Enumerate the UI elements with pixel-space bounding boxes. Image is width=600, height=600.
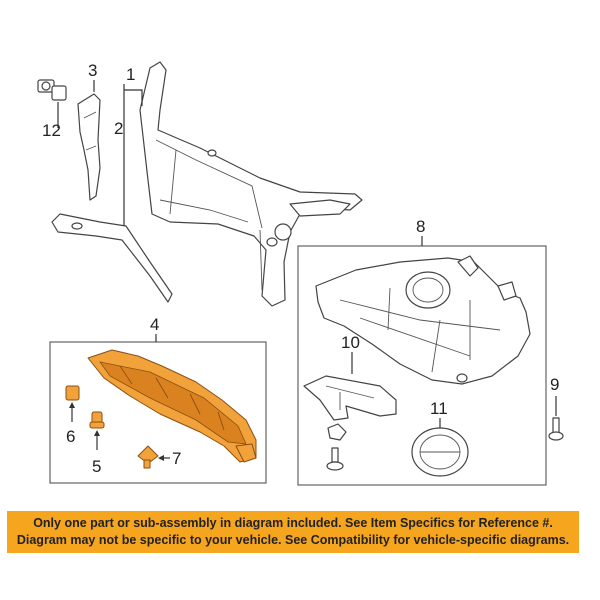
callout-9: 9 (550, 375, 559, 394)
splash-shield-highlighted (87, 349, 257, 463)
disclaimer-banner: Only one part or sub-assembly in diagram… (7, 511, 579, 553)
clip-6 (65, 385, 80, 401)
callout-11: 11 (430, 399, 448, 418)
under-cover (315, 255, 531, 385)
callout-6: 6 (66, 427, 75, 446)
bolt-5 (89, 411, 105, 429)
support-bracket (51, 213, 173, 303)
callout-4: 4 (150, 315, 159, 334)
side-bracket (77, 93, 101, 201)
callout-7: 7 (172, 449, 181, 468)
callout-5: 5 (92, 457, 101, 476)
callout-8: 8 (416, 217, 425, 236)
bolt-9 (548, 417, 564, 441)
callout-3: 3 (88, 61, 97, 80)
radiator-support (139, 61, 363, 307)
callout-12: 12 (42, 121, 61, 140)
disclaimer-line-1: Only one part or sub-assembly in diagram… (33, 516, 553, 530)
callout-10: 10 (341, 333, 360, 352)
bracket-10 (303, 375, 397, 421)
part-box-4 (49, 341, 267, 484)
cap-11 (411, 427, 469, 477)
clip-7 (137, 445, 159, 469)
clip-10b (327, 423, 347, 441)
disclaimer-line-2: Diagram may not be specific to your vehi… (16, 533, 570, 547)
sensor-part (37, 79, 67, 101)
callout-1: 1 (126, 65, 135, 84)
callout-2: 2 (114, 119, 123, 138)
bolt-10c (326, 447, 344, 471)
